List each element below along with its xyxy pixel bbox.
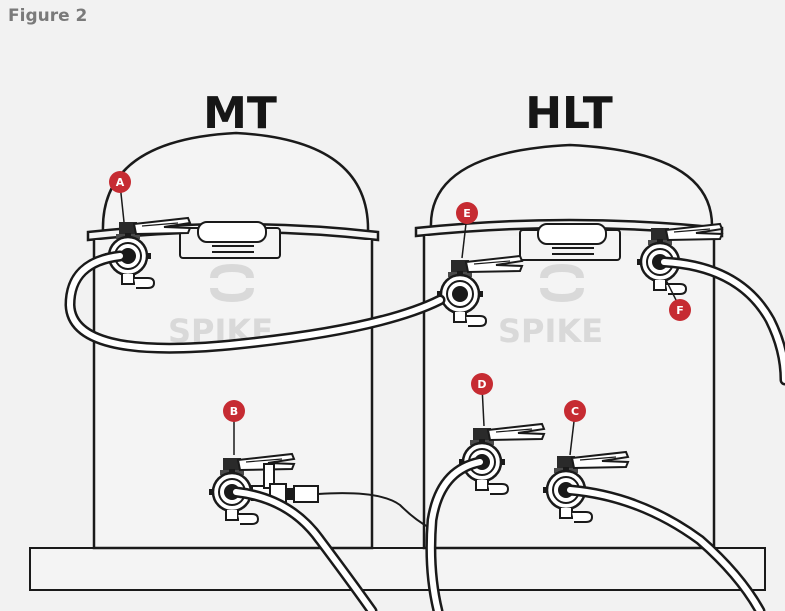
hoses <box>64 250 785 611</box>
svg-text:A: A <box>116 176 125 189</box>
callout-e: E <box>456 202 478 259</box>
svg-text:D: D <box>477 378 486 391</box>
mt-body <box>92 240 374 550</box>
mt-lid <box>101 131 370 233</box>
mt-handle <box>179 221 281 259</box>
svg-text:E: E <box>463 207 471 220</box>
hlt-tank: SPIKE <box>414 143 724 550</box>
mt-tank: SPIKE <box>86 131 380 550</box>
bench <box>29 547 766 591</box>
hlt-handle <box>519 223 621 261</box>
hlt-lid <box>429 143 714 229</box>
svg-text:B: B <box>230 405 238 418</box>
hlt-logo-mark <box>540 263 584 303</box>
hlt-watermark: SPIKE <box>498 312 603 350</box>
callout-d: D <box>471 373 493 427</box>
mt-title: MT <box>203 88 277 139</box>
svg-text:C: C <box>571 405 579 418</box>
svg-text:F: F <box>676 304 684 317</box>
mt-logo-mark <box>210 263 254 303</box>
hlt-title: HLT <box>525 88 613 139</box>
callout-a: A <box>109 171 131 223</box>
callout-f: F <box>665 279 691 321</box>
figure-label: Figure 2 <box>8 6 88 26</box>
callout-c: C <box>564 400 586 456</box>
callout-b: B <box>223 400 245 455</box>
